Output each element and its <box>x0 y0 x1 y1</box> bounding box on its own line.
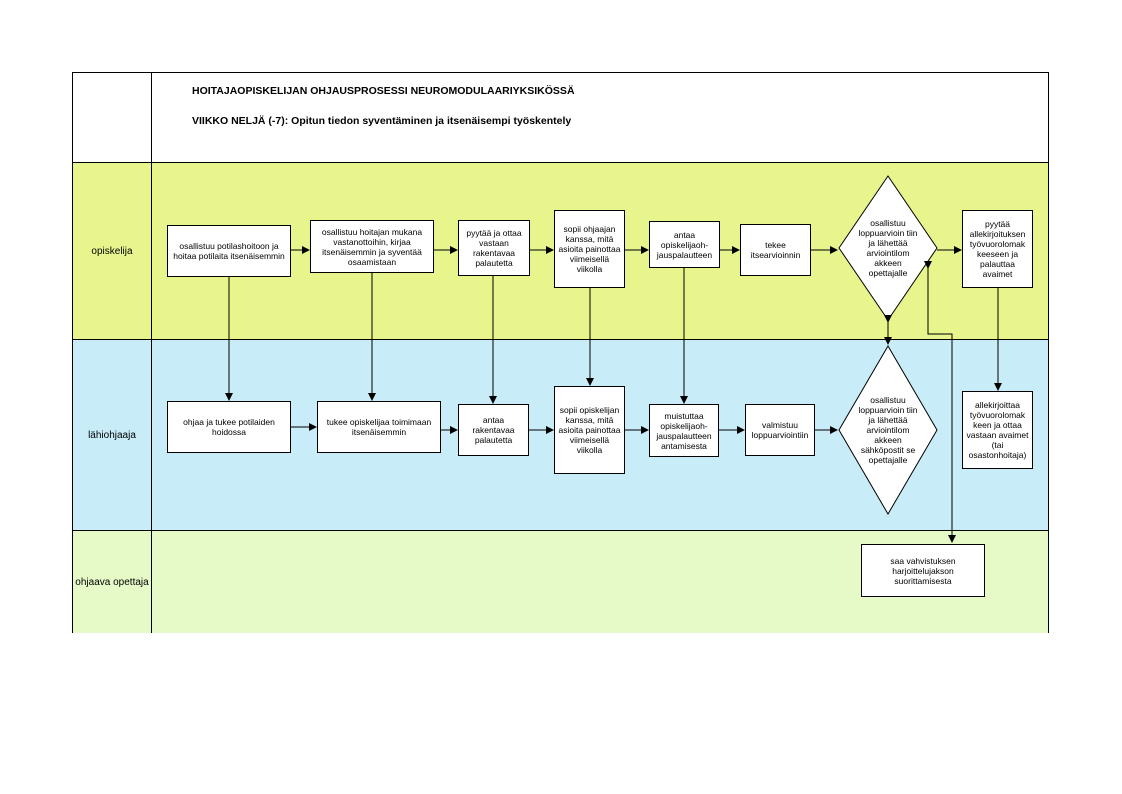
supervisor-step-1: ohjaa ja tukee potilaiden hoidossa <box>167 401 291 453</box>
student-step-1: osallistuu potilashoitoon ja hoitaa poti… <box>167 225 291 277</box>
title-area: HOITAJAOPISKELIJAN OHJAUSPROSESSI NEUROM… <box>73 73 1048 162</box>
supervisor-step-8: allekirjoittaa työvuorolomak keen ja ott… <box>962 391 1033 469</box>
lane-label-teacher: ohjaava opettaja <box>73 531 152 633</box>
supervisor-step-3: antaa rakentavaa palautetta <box>458 404 529 456</box>
diagram-subtitle: VIIKKO NELJÄ (-7): Opitun tiedon syventä… <box>192 115 572 127</box>
supervisor-decision-text: osallistuu loppuarvioin tiin ja lähettää… <box>858 395 918 465</box>
teacher-step-1: saa vahvistuksen harjoittelujakson suori… <box>861 544 985 597</box>
title-label-cell <box>73 73 152 162</box>
supervisor-step-6: valmistuu loppuarviointiin <box>745 404 815 456</box>
supervisor-step-4: sopii opiskelijan kanssa, mitä asioita p… <box>554 386 625 474</box>
diagram-title: HOITAJAOPISKELIJAN OHJAUSPROSESSI NEUROM… <box>192 85 575 97</box>
student-step-2: osallistuu hoitajan mukana vastanottoihi… <box>310 220 434 273</box>
student-step-6: tekee itsearvioinnin <box>740 224 811 276</box>
student-decision-text: osallistuu loppuarvioin tiin ja lähettää… <box>858 218 918 278</box>
student-step-8: pyytää allekirjoituksen työvuorolomak ke… <box>962 210 1033 288</box>
supervisor-step-2: tukee opiskelijaa toimimaan itsenäisemmi… <box>317 401 441 453</box>
supervisor-step-5: muistuttaa opiskelijaoh-jauspalautteen a… <box>649 404 719 457</box>
lane-label-student: opiskelija <box>73 163 152 339</box>
student-step-5: antaa opiskelijaoh-jauspalautteen <box>649 221 720 268</box>
student-step-4: sopii ohjaajan kanssa, mitä asioita pain… <box>554 210 625 288</box>
lane-label-supervisor: lähiohjaaja <box>73 340 152 530</box>
student-step-3: pyytää ja ottaa vastaan rakentavaa palau… <box>458 220 530 276</box>
